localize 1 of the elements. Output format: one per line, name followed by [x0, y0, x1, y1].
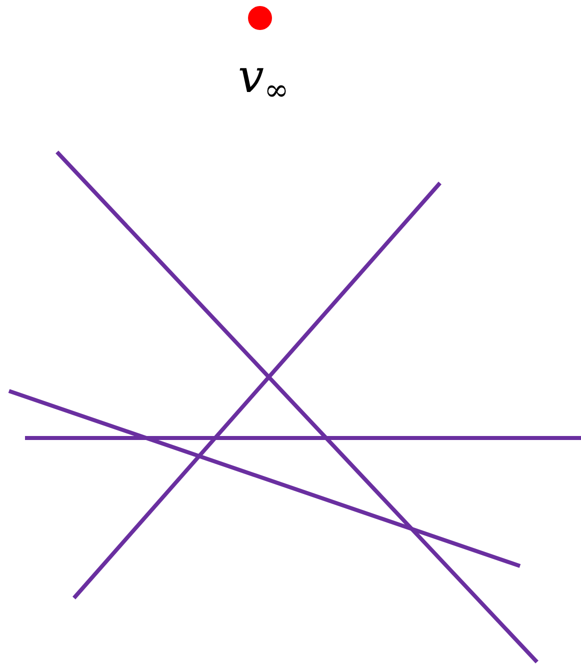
- point-label: v$_{∞}$: [238, 48, 289, 110]
